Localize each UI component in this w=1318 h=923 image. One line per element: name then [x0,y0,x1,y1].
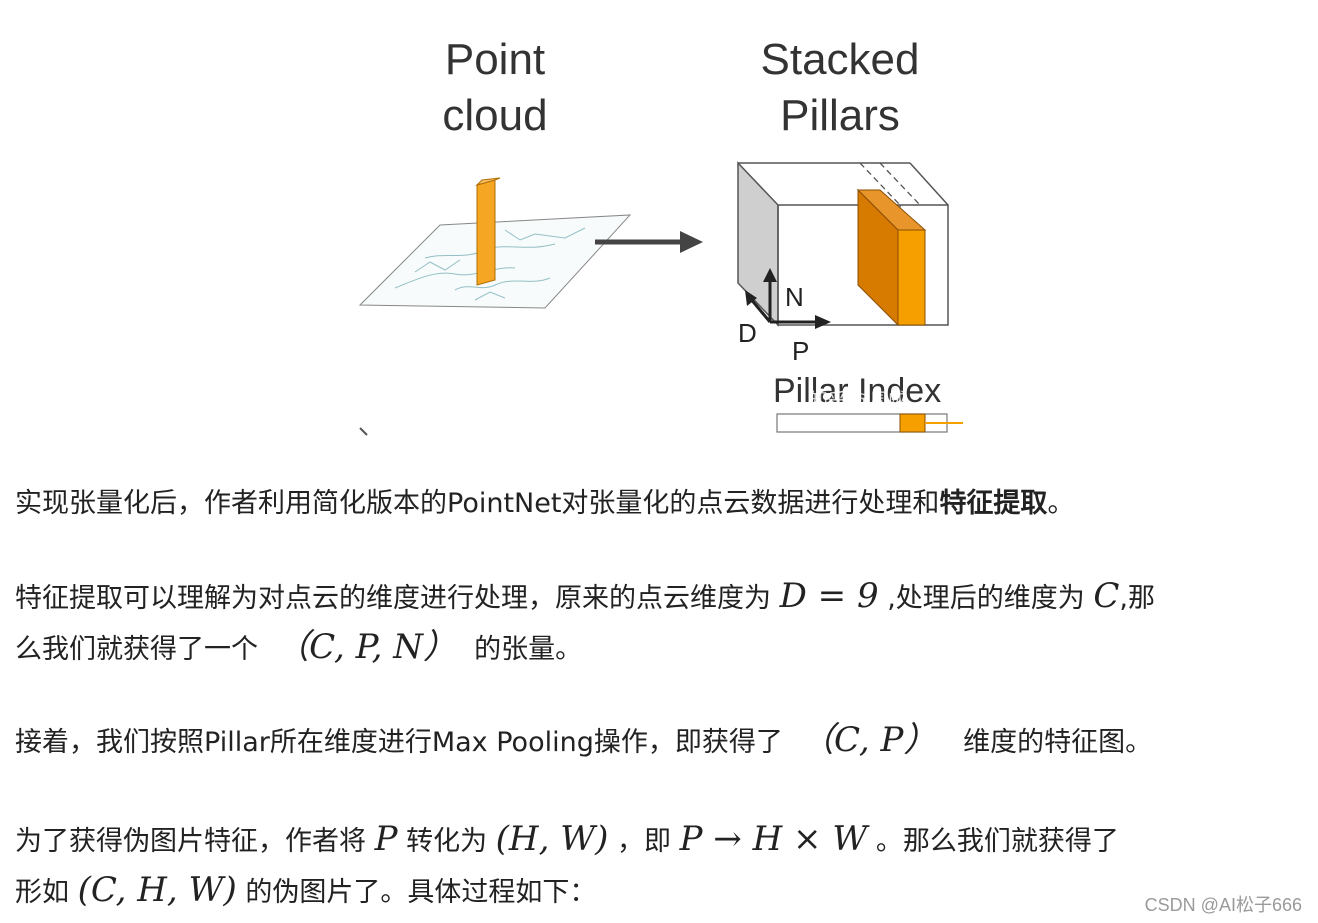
p4-line2: 形如 (C, H, W) 的伪图片了。具体过程如下： [15,866,1305,917]
p2-line2: 么我们就获得了一个 （C, P, N） 的张量。 [15,623,1305,674]
paragraph-4: 为了获得伪图片特征，作者将 P 转化为 (H, W) ，即 P → H × W … [15,815,1305,917]
stacked-pillars-title-line1: Stacked [760,35,920,84]
p4-text-b: 转化为 [406,826,488,857]
p4-text-a: 为了获得伪图片特征，作者将 [15,826,366,857]
point-cloud-title-line2: cloud [442,91,548,140]
p2-text-b: ,处理后的维度为 [887,583,1085,614]
p4-math-hw: (H, W) [495,819,609,859]
p2-math-cpn: （C, P, N） [275,627,457,667]
stacked-pillars-title-line2: Pillars [780,91,900,140]
p1-end: 。 [1047,488,1075,519]
p2-text-d: 么我们就获得了一个 [15,634,258,665]
p2-text-a: 特征提取可以理解为对点云的维度进行处理，原来的点云维度为 [15,583,771,614]
axis-n-label: N [785,282,804,312]
point-cloud-title: Point cloud [415,32,575,144]
pillar-front [476,179,496,286]
pointpillars-figure: Point cloud Stacked Pillars [355,30,975,440]
paragraph-3: 接着，我们按照Pillar所在维度进行Max Pooling操作，即获得了 （C… [15,716,1305,767]
pillar-index-label: Pillar Index [773,372,941,410]
p4-text-d: 。那么我们就获得了 [875,826,1119,857]
p2-text-c: ,那 [1119,583,1155,614]
figure-drawing: N D P Pillar Index 知乎 @周威 [358,161,963,436]
pillar-index-highlight [899,413,926,433]
p2-math-d9: D = 9 [779,576,879,616]
axis-d-line [748,297,772,323]
p4-line1: 为了获得伪图片特征，作者将 P 转化为 (H, W) ，即 P → H × W … [15,815,1305,866]
p1-bold: 特征提取 [939,488,1048,519]
axis-p-label: P [792,336,809,366]
p3-text-a: 接着，我们按照Pillar所在维度进行Max Pooling操作，即获得了 [15,727,783,758]
p3-text-b: 维度的特征图。 [963,727,1153,758]
paragraph-1: 实现张量化后，作者利用简化版本的PointNet对张量化的点云数据进行处理和特征… [15,480,1305,528]
p3-math-cp: （C, P） [800,720,938,760]
p4-text-c: ，即 [617,826,672,857]
p4-math-chw: (C, H, W) [77,870,237,910]
stacked-pillars-title: Stacked Pillars [740,32,940,144]
stacked-pillar-front [897,229,926,326]
p2-text-e: 的张量。 [474,634,583,665]
pillar-top [475,177,501,186]
p4-text-f: 的伪图片了。具体过程如下： [245,877,597,908]
p2-line1: 特征提取可以理解为对点云的维度进行处理，原来的点云维度为 D = 9 ,处理后的… [15,572,1305,623]
p2-math-c: C [1093,576,1120,616]
axis-d-label: D [738,318,757,348]
box-side-face [737,161,779,327]
point-cloud-title-line1: Point [444,35,546,84]
csdn-watermark: CSDN @AI松子666 [1144,895,1302,915]
figure-watermark-overlay: 知乎 @周威 [810,390,906,411]
transform-arrow-head [680,231,703,253]
p1-text: 实现张量化后，作者利用简化版本的PointNet对张量化的点云数据进行处理和 [15,488,940,519]
paragraph-2: 特征提取可以理解为对点云的维度进行处理，原来的点云维度为 D = 9 ,处理后的… [15,572,1305,674]
p4-math-p: P [374,819,398,859]
p4-text-e: 形如 [15,877,69,908]
p4-math-p-to-hxw: P → H × W [679,819,868,859]
